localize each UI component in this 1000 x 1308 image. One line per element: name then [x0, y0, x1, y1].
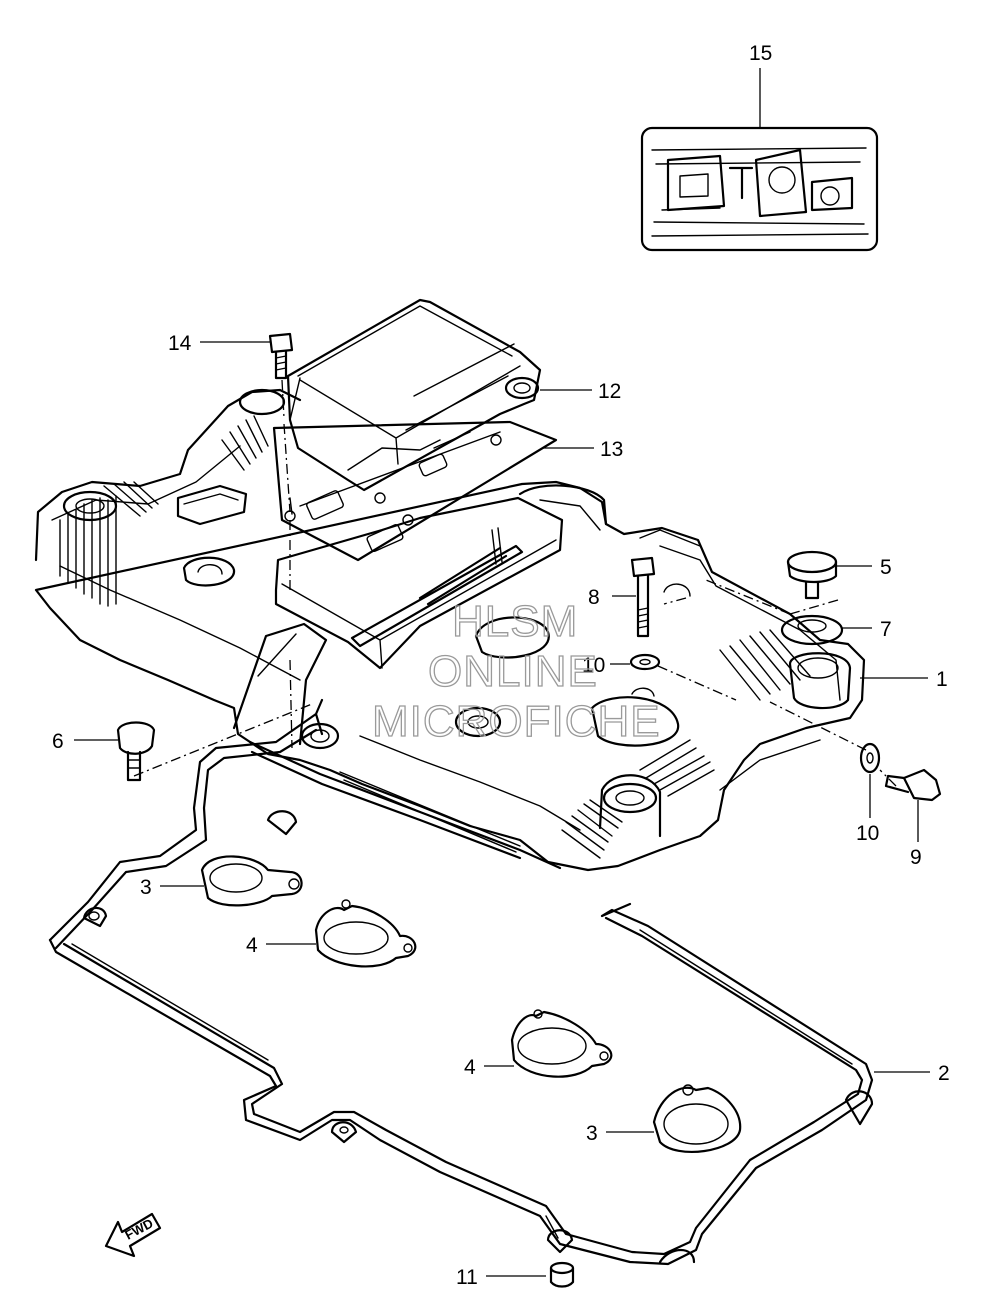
- callout-4-upper: 4: [246, 934, 258, 957]
- callout-15: 15: [749, 42, 772, 65]
- callout-3-lower: 3: [586, 1122, 598, 1145]
- callout-1: 1: [936, 668, 948, 691]
- part-15-label-plate: [640, 126, 879, 252]
- callout-8: 8: [588, 586, 600, 609]
- callout-14: 14: [168, 332, 192, 355]
- watermark-line-1: HLSM: [452, 597, 578, 646]
- callout-12: 12: [598, 380, 621, 403]
- callout-6: 6: [52, 730, 64, 753]
- part-5-cap-bolt: [786, 550, 838, 600]
- callout-2: 2: [938, 1062, 950, 1085]
- callout-7: 7: [880, 618, 892, 641]
- part-8-bolt: [630, 556, 656, 638]
- part-2-cover-gasket: [48, 698, 874, 1266]
- callout-labels: 15 14 12 13 5 8 7 10 1 6 10 9 3 4 4 2 3 …: [52, 42, 950, 1289]
- watermark-line-2: ONLINE: [428, 647, 598, 696]
- callout-4-lower: 4: [464, 1056, 476, 1079]
- part-10-washer-lower: [859, 742, 881, 774]
- part-3-plug-gasket-lower: [652, 1084, 742, 1153]
- callout-9: 9: [910, 846, 922, 869]
- callout-11: 11: [456, 1266, 478, 1289]
- watermark: HLSM ONLINE MICROFICHE: [371, 596, 661, 746]
- fwd-label: FWD: [122, 1216, 155, 1243]
- part-9-screw: [884, 768, 942, 802]
- callout-10-upper: 10: [582, 654, 605, 677]
- leader-lines: [74, 68, 930, 1277]
- part-13-breather-plate: [272, 420, 558, 562]
- part-4-plug-gasket-lower: [510, 1009, 613, 1078]
- part-7-grommet: [780, 614, 844, 646]
- callout-5: 5: [880, 556, 892, 579]
- fwd-arrow-icon: FWD: [104, 1212, 162, 1258]
- part-11-dowel-pin: [549, 1261, 575, 1288]
- watermark-line-3: MICROFICHE: [372, 697, 661, 746]
- part-6-bolt: [116, 721, 156, 782]
- part-3-plug-gasket-upper: [200, 855, 303, 907]
- part-1-cylinder-head-cover: [34, 388, 866, 872]
- callout-10-lower: 10: [856, 822, 879, 845]
- assembly-lines: [133, 379, 897, 787]
- callout-3-upper: 3: [140, 876, 152, 899]
- part-4-plug-gasket-upper: [314, 899, 417, 968]
- part-12-breather-cover: [286, 298, 542, 492]
- callout-13: 13: [600, 438, 623, 461]
- part-14-bolt: [268, 332, 294, 380]
- part-10-washer-upper: [629, 653, 661, 671]
